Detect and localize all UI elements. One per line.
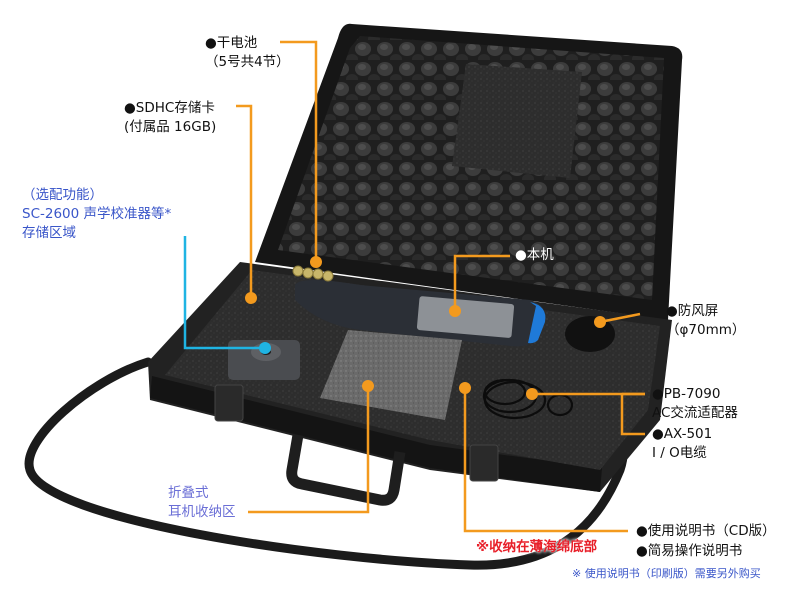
ac-adapter-title: ●PB-7090: [652, 386, 721, 402]
sd-card-label: ●SDHC存储卡 (付属品 16GB): [124, 99, 216, 137]
io-cable-label: ●AX-501 I / O电缆: [652, 425, 712, 463]
shoulder-strap: [24, 357, 628, 570]
ac-adapter-label: ●PB-7090 AC交流适配器: [652, 385, 738, 423]
main-unit-title: ●本机: [515, 247, 554, 263]
right-latch: [469, 444, 499, 482]
calibrator-label: （选配功能） SC-2600 声学校准器等* 存储区域: [22, 186, 171, 243]
calibrator-line1: （选配功能）: [22, 187, 103, 203]
battery-title: ●干电池: [205, 35, 258, 51]
callout-lines: [236, 40, 645, 533]
battery-label: ●干电池 （5号共4节）: [205, 34, 290, 72]
io-cable-detail: I / O电缆: [652, 445, 707, 461]
manual-cd-label: ●使用说明书（CD版）: [636, 523, 776, 539]
footnote: ※ 使用说明书（印刷版）需要另外购买: [572, 567, 761, 580]
windscreen-label: ●防风屏 （φ70mm）: [666, 302, 745, 340]
windscreen-title: ●防风屏: [666, 303, 719, 319]
windscreen-detail: （φ70mm）: [666, 322, 746, 338]
under-foam-note: ※收纳在薄海绵底部: [476, 539, 598, 555]
calibrator-line3: 存储区域: [22, 225, 76, 241]
headphone-line1: 折叠式: [168, 485, 209, 501]
main-unit-label: ●本机: [515, 246, 554, 265]
calibrator-line2: SC-2600 声学校准器等*: [22, 206, 172, 222]
batteries: [292, 265, 334, 282]
headphone-area-label: 折叠式 耳机收纳区: [168, 484, 236, 522]
battery-detail: （5号共4节）: [205, 54, 290, 70]
ac-adapter-detail: AC交流适配器: [652, 405, 738, 421]
left-latch: [214, 384, 244, 422]
sd-card-detail: (付属品 16GB): [124, 119, 217, 135]
headphone-line2: 耳机收纳区: [168, 504, 236, 520]
carry-handle: [286, 434, 406, 506]
callout-dots: [245, 256, 606, 400]
quick-manual-label: ●简易操作说明书: [636, 543, 743, 559]
sd-card-title: ●SDHC存储卡: [124, 100, 215, 116]
headphone-foam: [320, 330, 462, 420]
io-cable-title: ●AX-501: [652, 426, 713, 442]
